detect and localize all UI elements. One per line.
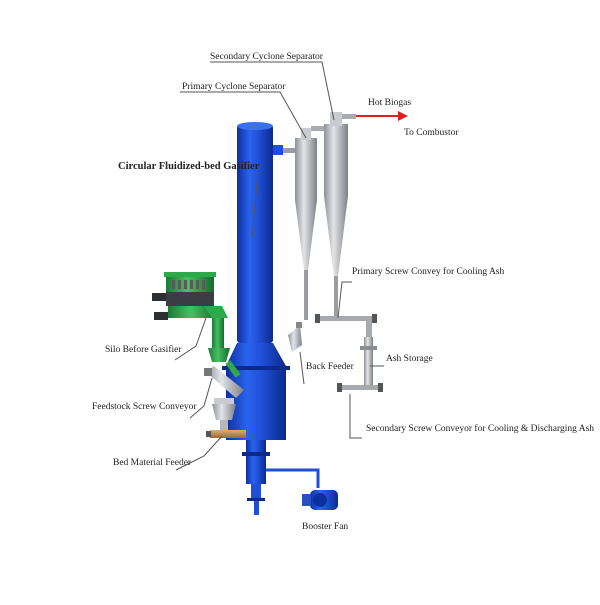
label-feedstock-screw: Feedstock Screw Conveyor [92, 402, 197, 412]
feedstock-screw-conveyor [204, 366, 244, 398]
hot-biogas-arrow [356, 111, 408, 121]
label-hot-biogas: Hot Biogas [368, 98, 412, 108]
ash-storage [337, 337, 383, 392]
gasifier-column [222, 122, 290, 515]
leader-lines [174, 61, 384, 471]
label-gasifier: Circular Fluidized-bed Gasifier [118, 161, 260, 172]
back-feeder [288, 322, 302, 352]
booster-fan [266, 468, 338, 510]
secondary-cyclone [324, 112, 356, 316]
feed-pipe [225, 360, 241, 378]
label-bed-material-feeder: Bed Material Feeder [113, 458, 192, 468]
primary-screw-conveyor [315, 314, 377, 337]
label-secondary-cyclone: Secondary Cyclone Separator [210, 52, 323, 62]
silo [152, 272, 230, 362]
primary-cyclone [283, 126, 325, 320]
label-silo: Silo Before Gasifier [105, 345, 182, 355]
label-ash-storage: Ash Storage [386, 354, 433, 364]
label-to-combustor: To Combustor [404, 128, 459, 138]
label-secondary-screw: Secondary Screw Conveyor for Cooling & D… [366, 424, 595, 434]
label-primary-cyclone: Primary Cyclone Separator [182, 82, 286, 92]
label-back-feeder: Back Feeder [306, 362, 354, 372]
label-primary-screw: Primary Screw Convey for Cooling Ash [352, 267, 505, 277]
bed-material-feeder [206, 398, 246, 438]
label-booster-fan: Booster Fan [302, 522, 349, 532]
